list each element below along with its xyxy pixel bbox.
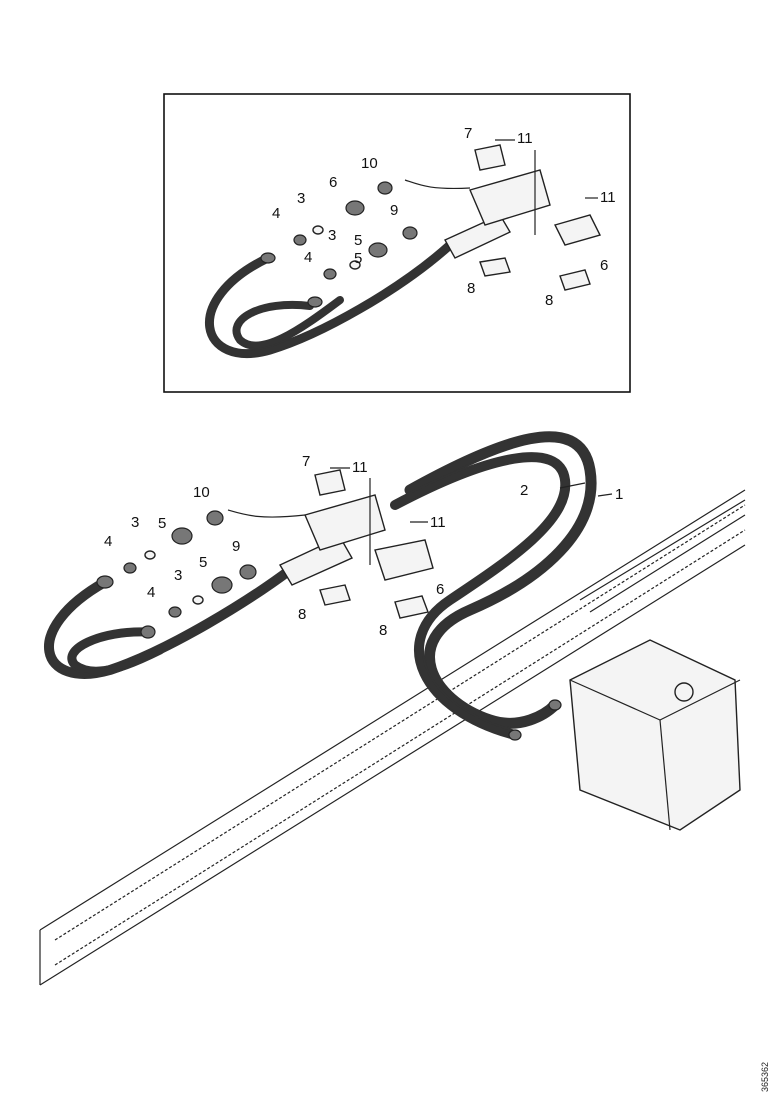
detail-label-6-upper: 6	[329, 174, 337, 191]
left-hose-loop	[44, 565, 295, 679]
main-valve-block	[227, 469, 434, 619]
main-label-11-right: 11	[430, 514, 446, 531]
main-label-3-upper: 3	[131, 514, 139, 531]
main-label-1: 1	[615, 486, 623, 503]
document-id: 365362	[760, 1062, 770, 1092]
tank	[569, 639, 741, 831]
detail-label-9: 9	[390, 202, 398, 219]
detail-label-8-left: 8	[467, 280, 475, 297]
detail-label-4-upper: 4	[272, 205, 280, 222]
main-label-6: 6	[436, 581, 444, 598]
main-label-2: 2	[520, 482, 528, 499]
detail-label-10: 10	[361, 155, 378, 172]
main-label-5-upper: 5	[158, 515, 166, 532]
main-fittings	[96, 510, 257, 639]
detail-label-4-lower: 4	[304, 249, 312, 266]
chassis-rail	[39, 489, 746, 986]
main-label-7: 7	[302, 453, 310, 470]
detail-labels: 7 11 10 11 6 3 5 9 4 3 5 4 6 8 8	[272, 125, 616, 309]
main-view: 7 11 10 2 1 11 3 5 4 9 6 3 5 4 8 8	[39, 431, 746, 986]
main-label-8-right: 8	[379, 622, 387, 639]
detail-label-3-lower: 3	[328, 227, 336, 244]
detail-label-7: 7	[464, 125, 472, 142]
main-label-4-lower: 4	[147, 584, 155, 601]
main-label-11-top: 11	[352, 459, 368, 476]
main-labels: 7 11 10 2 1 11 3 5 4 9 6 3 5 4 8 8	[104, 453, 623, 639]
detail-label-5-upper: 5	[354, 232, 362, 249]
detail-fittings	[260, 181, 418, 308]
detail-label-5-lower: 5	[354, 250, 362, 267]
main-label-10: 10	[193, 484, 210, 501]
detail-label-11-top: 11	[517, 130, 533, 147]
detail-inset: 7 11 10 11 6 3 5 9 4 3 5 4 6 8 8	[163, 93, 631, 393]
main-label-9: 9	[232, 538, 240, 555]
detail-label-8-right: 8	[545, 292, 553, 309]
main-label-4-upper: 4	[104, 533, 112, 550]
main-label-5-lower: 5	[199, 554, 207, 571]
main-label-3-lower: 3	[174, 567, 182, 584]
detail-hose-loop	[205, 240, 455, 359]
detail-inset-frame	[163, 93, 631, 393]
main-hose	[390, 431, 597, 741]
detail-label-3-upper: 3	[297, 190, 305, 207]
detail-valve-block	[404, 144, 602, 291]
detail-label-6-right: 6	[600, 257, 608, 274]
main-label-8-left: 8	[298, 606, 306, 623]
detail-label-11-right: 11	[600, 189, 616, 206]
